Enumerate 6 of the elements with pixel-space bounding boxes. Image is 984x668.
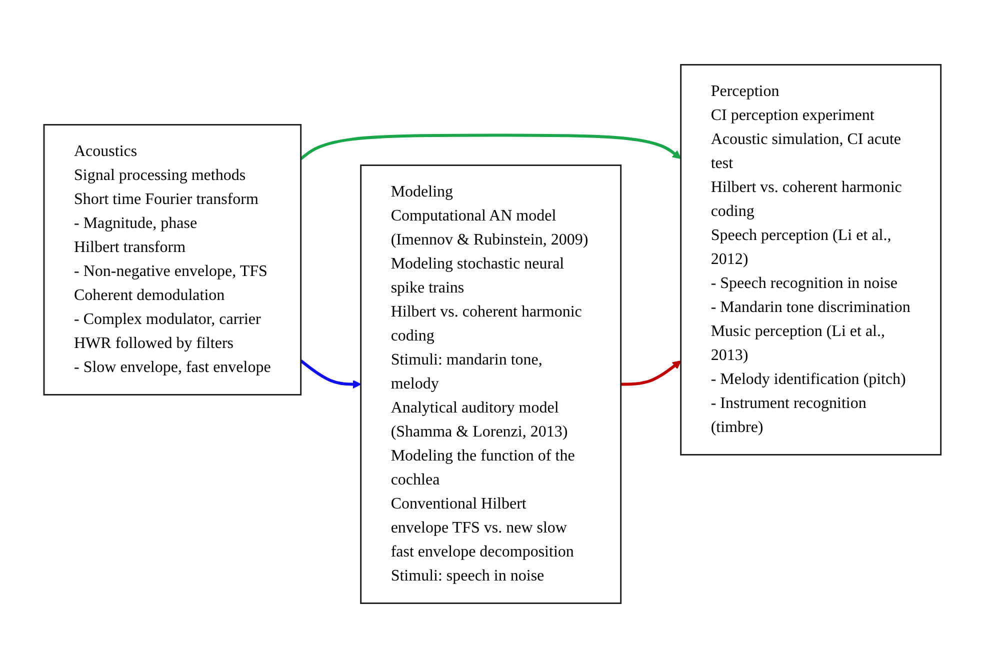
node-box: Perception CI perception experiment Acoustic simulation, CI acute test Hilbert vs. coherent harmonic coding Speech perception (Li et al., 2012) - Speech recognition in noise - Mandarin tone discrimination Music perception (Li et al., 2013) - Melody identification (pitch) - Instrument recognition (timbre) xyxy=(680,64,942,456)
arrow xyxy=(299,360,361,389)
arrow xyxy=(299,134,681,160)
node-box: Modeling Computational AN model (Imennov & Rubinstein, 2009) Modeling stochastic neural spike trains Hilbert vs. coherent harmonic coding Stimuli: mandarin tone, melody Analytical auditory model (Shamma & Lorenzi, 2013) Modeling the function of the cochlea Conventional Hilbert envelope TFS vs. new slow fast envelope decomposition Stimuli: speech in noise xyxy=(360,164,622,604)
node-box: Acoustics Signal processing methods Short time Fourier transform - Magnitude, phase Hilbert transform - Non-negative envelope, TFS Coherent demodulation - Complex modulator, carrier HWR followed by filters - Slow envelope, fast envelope xyxy=(42,124,302,396)
arrow xyxy=(620,360,681,386)
